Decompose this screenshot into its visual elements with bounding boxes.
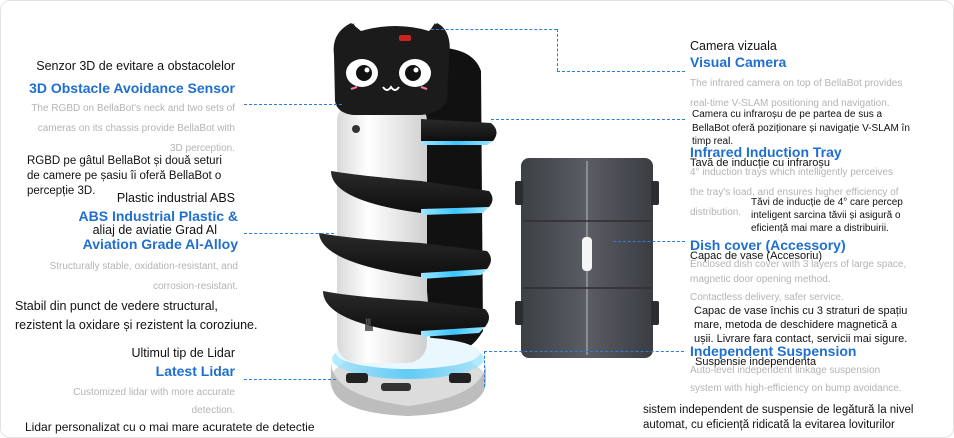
cover-ro-desc-3: ușii. Livrare fara contact, servicii mai… xyxy=(694,333,908,345)
tray-desc-3: distribution. xyxy=(690,207,742,218)
plastic-ro-desc-1: Stabil din punct de vedere structural, xyxy=(15,299,218,313)
suspension-ro-title: Suspensie independenta xyxy=(695,356,817,368)
camera-ro-desc-1: Camera cu infraroșu de pe partea de sus … xyxy=(692,109,883,120)
sensor-ro-title: Senzor 3D de evitare a obstacolelor xyxy=(36,59,235,73)
sensor-desc-1: The RGBD on BellaBot's neck and two sets… xyxy=(31,103,235,114)
suspension-ro-desc-2: automat, cu eficiență ridicată la evitar… xyxy=(643,419,895,431)
sensor-ro-desc-3: percepție 3D. xyxy=(27,185,96,197)
connector-suspension xyxy=(484,351,684,352)
connector-plastic xyxy=(244,233,334,234)
connector-camera-v xyxy=(557,29,558,71)
plastic-ro-title-1: Plastic industrial ABS xyxy=(116,191,235,205)
plastic-ro-desc-2: rezistent la oxidare și rezistent la cor… xyxy=(15,318,258,332)
sensor-ro-desc-2: de camere pe șasiu îi oferă BellaBot o xyxy=(27,170,222,182)
sensor-en-title: 3D Obstacle Avoidance Sensor xyxy=(29,80,235,96)
camera-en-title: Visual Camera xyxy=(690,54,787,70)
cover-ro-title: Capac de vase (Accesoriu) xyxy=(690,250,823,262)
tray-desc-2: the tray's load, and ensures higher effi… xyxy=(690,187,899,198)
cover-desc-1: Enclosed dish cover with 3 layers of lar… xyxy=(690,259,907,270)
sensor-desc-2: cameras on its chassis provide BellaBot … xyxy=(37,123,235,134)
cover-desc-3: Contactless delivery, safer service. xyxy=(690,292,844,303)
tray-desc-1: 4° induction trays which intelligently p… xyxy=(690,167,893,178)
sensor-ro-desc-1: RGBD pe gâtul BellaBot și două seturi xyxy=(27,155,222,167)
plastic-en-title-1: ABS Industrial Plastic & xyxy=(78,208,238,224)
tray-number-label: Ⅲ xyxy=(365,317,372,327)
connector-camera-h2 xyxy=(557,71,685,72)
camera-ro-title: Camera vizuala xyxy=(690,39,777,53)
robot-head xyxy=(333,23,450,115)
connector-tray xyxy=(491,119,685,120)
sensor-desc-3: 3D perception. xyxy=(169,143,235,154)
cover-ro-desc-1: Capac de vase închis cu 3 straturi de sp… xyxy=(694,305,908,317)
camera-ro-desc-2: BellaBot oferă poziționare și navigație … xyxy=(692,123,910,134)
plastic-en-title-2: Aviation Grade Al-Alloy xyxy=(82,236,238,252)
lidar-desc-1: Customized lidar with more accurate xyxy=(73,387,235,398)
plastic-desc-2: corrosion-resistant. xyxy=(152,281,238,292)
tray-ro-title: Tavă de inducție cu infraroșu xyxy=(690,157,831,169)
lidar-ro-title: Ultimul tip de Lidar xyxy=(131,346,235,360)
camera-desc-1: The infrared camera on top of BellaBot p… xyxy=(690,78,903,89)
plastic-ro-title-2: aliaj de aviatie Grad Al xyxy=(92,223,217,237)
connector-sensor xyxy=(244,104,342,105)
suspension-en-title: Independent Suspension xyxy=(690,343,857,359)
robot-trays xyxy=(319,119,497,337)
camera-desc-2: real-time V-SLAM positioning and navigat… xyxy=(690,98,890,109)
cover-en-title: Dish cover (Accessory) xyxy=(690,237,846,253)
dish-cover-illustration xyxy=(515,158,659,358)
camera-ro-desc-3: timp real. xyxy=(692,136,734,147)
connector-lidar xyxy=(244,379,336,380)
lidar-desc-2: detection. xyxy=(191,405,235,416)
tray-ro-desc-3: eficiență mai mare a distribuirii. xyxy=(751,223,889,234)
lidar-ro-desc: Lidar personalizat cu o mai mare acurate… xyxy=(25,420,315,434)
cover-desc-2: magnetic door opening method. xyxy=(690,274,831,285)
connector-camera-h xyxy=(431,29,557,30)
lidar-en-title: Latest Lidar xyxy=(155,363,235,379)
suspension-ro-desc-1: sistem independent de suspensie de legăt… xyxy=(643,404,914,416)
tray-en-title: Infrared Induction Tray xyxy=(690,144,842,160)
tray-ro-desc-2: inteligent sarcina tăvii și asigură o xyxy=(751,210,901,221)
connector-suspension-v xyxy=(484,351,485,387)
connector-cover xyxy=(613,241,685,242)
suspension-desc-1: Auto-level independent linkage suspensio… xyxy=(690,365,881,376)
tray-ro-desc-1: Tăvi de inducție de 4° care percep xyxy=(751,197,903,208)
plastic-desc-1: Structurally stable, oxidation-resistant… xyxy=(49,261,238,272)
suspension-desc-2: system with high-efficiency on bump avoi… xyxy=(690,383,902,394)
cover-ro-desc-2: mare, metoda de deschidere magnetică a xyxy=(694,319,898,331)
